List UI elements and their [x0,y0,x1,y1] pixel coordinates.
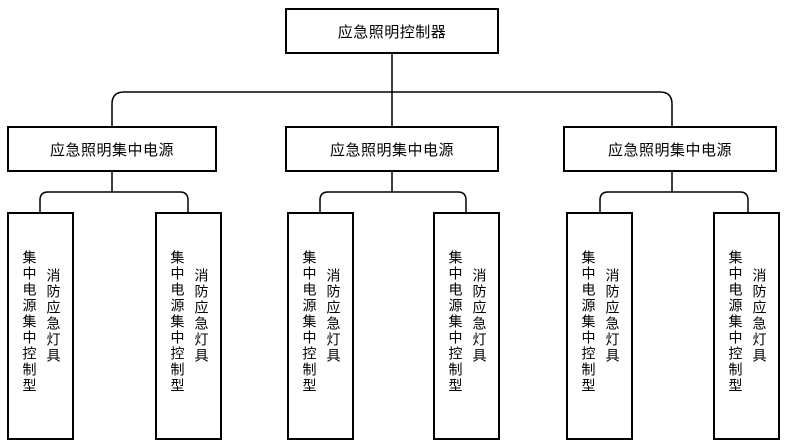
branch1-child2-node: 集中电源集中控制型 消防应急灯具 [155,212,222,440]
branch3-child2-node: 集中电源集中控制型 消防应急灯具 [713,212,780,440]
branch2-child1-col2: 消防应急灯具 [324,268,341,364]
branch1-child1-col2: 消防应急灯具 [44,268,61,364]
branch1-child1-col1: 集中电源集中控制型 [20,250,37,394]
branch1-label: 应急照明集中电源 [49,140,174,159]
branch3-child1-col2: 消防应急灯具 [603,268,620,364]
branch2-node: 应急照明集中电源 [285,126,499,172]
branch2-child2-node: 集中电源集中控制型 消防应急灯具 [433,212,500,440]
branch1-child2-col1: 集中电源集中控制型 [168,250,185,394]
branch3-label: 应急照明集中电源 [607,140,732,159]
branch3-child1-node: 集中电源集中控制型 消防应急灯具 [566,212,633,440]
branch3-bus [599,191,749,212]
branch3-child2-col2: 消防应急灯具 [750,268,767,364]
branch2-bus [319,191,467,212]
branch1-child1-node: 集中电源集中控制型 消防应急灯具 [7,212,74,440]
root-label: 应急照明控制器 [337,22,447,41]
branch2-child2-col2: 消防应急灯具 [470,268,487,364]
branch2-child1-col1: 集中电源集中控制型 [300,250,317,394]
branch3-node: 应急照明集中电源 [563,126,777,172]
branch2-child2-col1: 集中电源集中控制型 [446,250,463,394]
branch1-child2-col2: 消防应急灯具 [192,268,209,364]
branch3-child2-col1: 集中电源集中控制型 [726,250,743,394]
root-node: 应急照明控制器 [285,8,499,54]
branch2-label: 应急照明集中电源 [329,140,454,159]
branch3-child1-col1: 集中电源集中控制型 [579,250,596,394]
branch1-bus [39,191,189,212]
branch1-node: 应急照明集中电源 [7,126,217,172]
branch2-child1-node: 集中电源集中控制型 消防应急灯具 [287,212,354,440]
